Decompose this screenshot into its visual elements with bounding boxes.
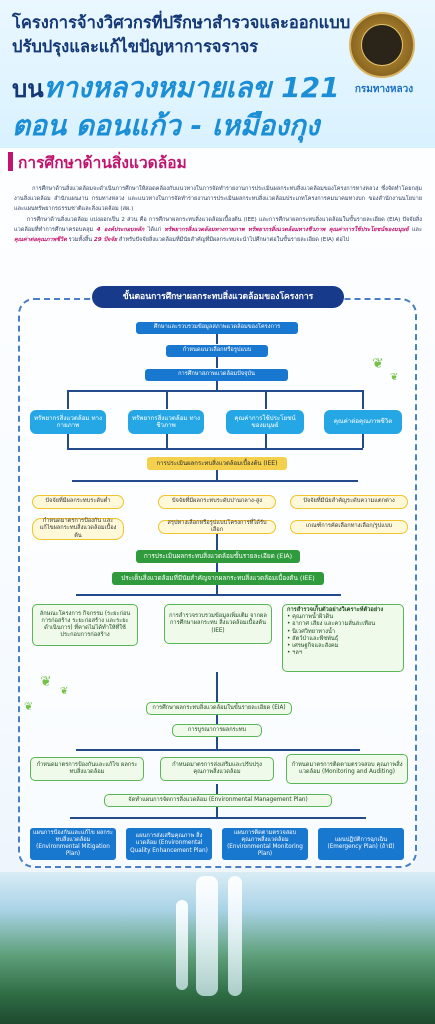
paragraph-2d: รวมทั้งสิ้น (68, 237, 93, 244)
org-name: กรมทางหลวง (354, 84, 414, 95)
connector (216, 672, 218, 702)
connector (362, 434, 364, 448)
detail-project-activities: ลักษณะโครงการ กิจกรรม (ระยะก่อนการก่อสร้… (32, 604, 138, 646)
flow-diagram-title: ขั้นตอนการศึกษาผลกระทบสิ่งแวดล้อมของโครง… (92, 286, 344, 308)
connector-branch (76, 594, 341, 596)
connector (216, 585, 218, 594)
project-title-line1: โครงการจ้างวิศวกรที่ปรึกษาสำรวจและออกแบบ (12, 13, 351, 32)
connector (216, 715, 218, 724)
step-iee: การประเมินผลกระทบสิ่งแวดล้อมเบื้องต้น (I… (147, 457, 287, 470)
step-collect-data: ศึกษาและรวบรวมข้อมูลสภาพแวดล้อมของโครงกา… (136, 322, 298, 334)
measure-enhancement: กำหนดมาตรการส่งเสริมและปรับปรุง คุณภาพสิ… (160, 757, 274, 781)
paragraph-1: การศึกษาด้านสิ่งแวดล้อมจะดำเนินการศึกษาใ… (14, 186, 422, 213)
paragraph-2a: การศึกษาด้านสิ่งแวดล้อม แบ่งออกเป็น 2 ส่… (14, 216, 423, 233)
highlight-components: 4 องค์ประกอบหลัก (96, 226, 145, 233)
highlight-factors: 29 ปัจจัย (93, 237, 118, 244)
sampling-item: • สัตว์ป่าและพืชพันธุ์ (287, 635, 339, 642)
step-eia-analysis: การศึกษาผลกระทบสิ่งแวดล้อมในขั้นรายละเอี… (146, 702, 292, 715)
connector (216, 381, 218, 390)
sampling-item: • คุณภาพน้ำผิวดิน (287, 614, 334, 621)
paragraph-2c: และ (411, 226, 422, 233)
connector-branch (72, 480, 358, 482)
connector (216, 470, 218, 480)
connector (362, 390, 364, 409)
step-integrate-impacts: การบูรณาการผลกระทบ (172, 724, 262, 737)
connector (216, 534, 218, 550)
bird-icon: ❦ (40, 674, 52, 690)
detail-sampling: การสำรวจเก็บตัวอย่างวิเคราะห์ตัวอย่าง • … (282, 604, 404, 672)
waterfall-stream (176, 900, 188, 990)
plan-quality-enhancement: แผนการส่งเสริมคุณภาพ สิ่งแวดล้อม (Enviro… (126, 828, 212, 860)
connector (216, 563, 218, 572)
sampling-item: • ฯลฯ (287, 650, 303, 657)
step-baseline-study: การศึกษาสภาพแวดล้อมปัจจุบัน (145, 369, 288, 381)
plan-mitigation: แผนการป้องกันและแก้ไข ผลกระทบสิ่งแวดล้อม… (30, 828, 116, 860)
bird-icon: ❦ (390, 372, 399, 383)
connector (265, 390, 267, 409)
connector (216, 357, 218, 368)
action-mitigation-preliminary: กำหนดมาตรการป้องกัน และแก้ไขผลกระทบสิ่งแ… (32, 518, 124, 540)
impact-low: ปัจจัยที่มีผลกระทบระดับต่ำ (32, 495, 124, 509)
connector (67, 390, 69, 409)
factor-biological: ทรัพยากรสิ่งแวดล้อม ทางชีวภาพ (128, 410, 204, 434)
bird-icon: ❦ (24, 700, 34, 713)
connector-branch (76, 749, 360, 751)
plan-monitoring: แผนการติดตามตรวจสอบ คุณภาพสิ่งแวดล้อม (E… (222, 828, 308, 860)
connector (216, 784, 218, 794)
sampling-title: การสำรวจเก็บตัวอย่างวิเคราะห์ตัวอย่าง (287, 607, 384, 613)
sampling-item: • นิเวศวิทยาทางน้ำ (287, 628, 336, 635)
sampling-item: • อากาศ เสียง และความสั่นสะเทือน (287, 621, 376, 628)
connector (166, 390, 168, 409)
highway-prefix: บน (12, 75, 44, 103)
bird-icon: ❦ (60, 686, 69, 697)
waterfall-stream (228, 876, 242, 996)
seal-center (361, 24, 403, 66)
connector-branch (67, 390, 363, 392)
measure-mitigation: กำหนดมาตรการป้องกันและแก้ไข ผลกระทบสิ่งแ… (30, 757, 144, 781)
highway-name: ทางหลวงหมายเลข 121 (43, 71, 340, 104)
factor-physical: ทรัพยากรสิ่งแวดล้อม ทางกายภาพ (30, 410, 106, 434)
step-eia-issues: ประเด็นสิ่งแวดล้อมที่มีนัยสำคัญจากผลกระท… (112, 572, 324, 585)
connector (265, 434, 267, 448)
highlight-resources: ทรัพยากรสิ่งแวดล้อมทางกายภาพ ทรัพยากรสิ่… (164, 226, 409, 233)
connector (67, 434, 69, 448)
step-eia: การประเมินผลกระทบสิ่งแวดล้อมขั้นรายละเอี… (136, 550, 300, 563)
detail-additional-survey: การสำรวจรวบรวมข้อมูลเพิ่มเติม จากผลการศึ… (164, 604, 272, 644)
action-selection-criteria: เกณฑ์การคัดเลือกทางเลือก/รูปแบบ (290, 520, 408, 534)
step-define-alternatives: กำหนดแนวเลือกหรือรูปแบบ (166, 345, 268, 357)
section-title: การศึกษาด้านสิ่งแวดล้อม (18, 154, 187, 172)
connector-branch (70, 817, 366, 819)
connector (216, 334, 218, 344)
highlight-quality-of-life: คุณค่าต่อคุณภาพชีวิต (14, 237, 67, 244)
section-title-bar (8, 152, 13, 171)
waterfall-stream (196, 876, 218, 996)
bird-icon: ❦ (372, 356, 384, 372)
project-title-line2: ปรับปรุงและแก้ไขปัญหาการจราจร (12, 37, 259, 56)
measure-monitoring: กำหนดมาตรการติดตามตรวจสอบ คุณภาพสิ่งแวดล… (286, 754, 408, 784)
department-of-highways-seal-icon (349, 12, 415, 78)
impact-significant: ปัจจัยที่มีนัยสำคัญระดับความแตกต่าง (290, 495, 408, 509)
connector-merge (67, 448, 363, 450)
factor-human-use: คุณค่าการใช้ประโยชน์ ของมนุษย์ (226, 410, 304, 434)
highway-title: บนทางหลวงหมายเลข 121 (12, 66, 340, 110)
step-environmental-management-plan: จัดทำแผนการจัดการสิ่งแวดล้อม (Environmen… (104, 794, 332, 807)
connector (216, 807, 218, 817)
connector (216, 737, 218, 749)
plan-emergency: แผนปฏิบัติการฉุกเฉิน (Emergency Plan) (ถ… (318, 828, 404, 860)
action-select-alternative: สรุปทางเลือกหรือรูปแบบโครงการที่ได้รับเล… (158, 520, 276, 534)
impact-medium-high: ปัจจัยที่มีผลกระทบระดับปานกลาง-สูง (158, 495, 276, 509)
intro-text: การศึกษาด้านสิ่งแวดล้อมจะดำเนินการศึกษาใ… (14, 184, 422, 245)
paragraph-2e: สำหรับปัจจัยสิ่งแวดล้อมที่มีนัยสำคัญที่ม… (118, 237, 350, 244)
sampling-item: • เศรษฐกิจและสังคม (287, 643, 339, 650)
paragraph-2b: ได้แก่ (147, 226, 162, 233)
connector (166, 434, 168, 448)
highway-section-name: ตอน ดอนแก้ว - เหมืองกุง (12, 109, 320, 142)
factor-quality-of-life: คุณค่าต่อคุณภาพชีวิต (324, 410, 402, 434)
